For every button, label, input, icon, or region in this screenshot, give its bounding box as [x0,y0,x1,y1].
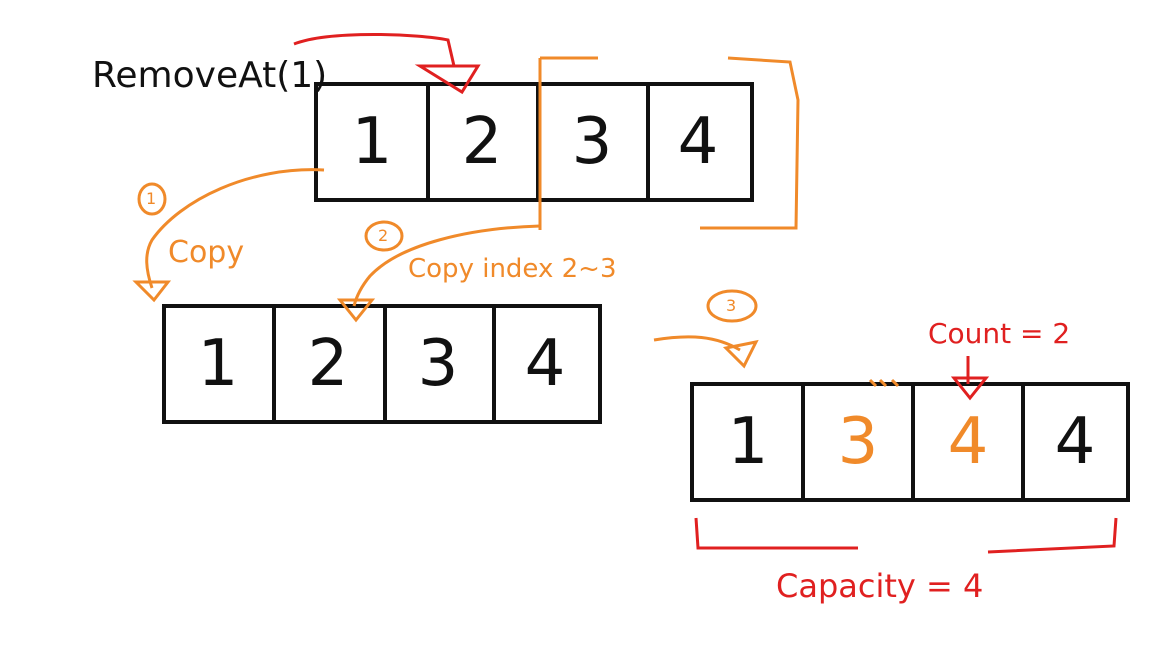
remove-arrow-stroke [293,33,456,67]
step-2-arrow [352,224,541,307]
small-ticks [868,378,900,388]
step-1-arrow [145,168,325,289]
result-cell-2: 3 [837,405,879,479]
remove-index-arrow [293,33,481,95]
result-cell-1: 1 [727,405,769,479]
copy-array [162,304,602,424]
step-2 [336,220,541,323]
result-array-frame [690,382,1130,502]
source-array [314,82,754,202]
count-marker [950,356,990,401]
capacity-bracket [694,517,1118,554]
source-cell-3: 3 [571,105,613,179]
step-2-number: 2 [378,226,389,245]
copy-cell-4: 4 [524,327,566,401]
copy-array-frame [162,304,602,424]
step-3 [653,289,900,388]
step-3-badge [706,289,758,323]
copy-cell-1: 1 [197,327,239,401]
result-cell-4: 4 [1054,405,1096,479]
source-cell-2: 2 [461,105,503,179]
remove-arrow-head [414,64,481,95]
step-2-arrow-head [336,298,376,323]
capacity-label: Capacity = 4 [776,567,984,605]
source-array-frame [314,82,754,202]
step-1-number: 1 [146,189,157,208]
step-2-badge [364,220,404,252]
step-3-number: 3 [726,296,737,315]
count-label: Count = 2 [928,317,1071,350]
step-2-label: Copy index 2~3 [408,254,617,284]
step-1-badge [137,182,167,216]
title-removeat: RemoveAt(1) [92,55,328,96]
result-array [690,382,1130,502]
step-1-label: Copy [168,235,245,270]
source-cell-4: 4 [677,105,719,179]
copy-cell-3: 3 [417,327,459,401]
step-1 [132,168,325,303]
copy-cell-2: 2 [307,327,349,401]
count-arrow-head [950,376,990,401]
step-3-arrow-head [722,339,759,369]
step-1-arrow-head [132,280,172,303]
result-cell-3: 4 [947,405,989,479]
source-cell-1: 1 [351,105,393,179]
source-range-bracket [538,56,800,230]
